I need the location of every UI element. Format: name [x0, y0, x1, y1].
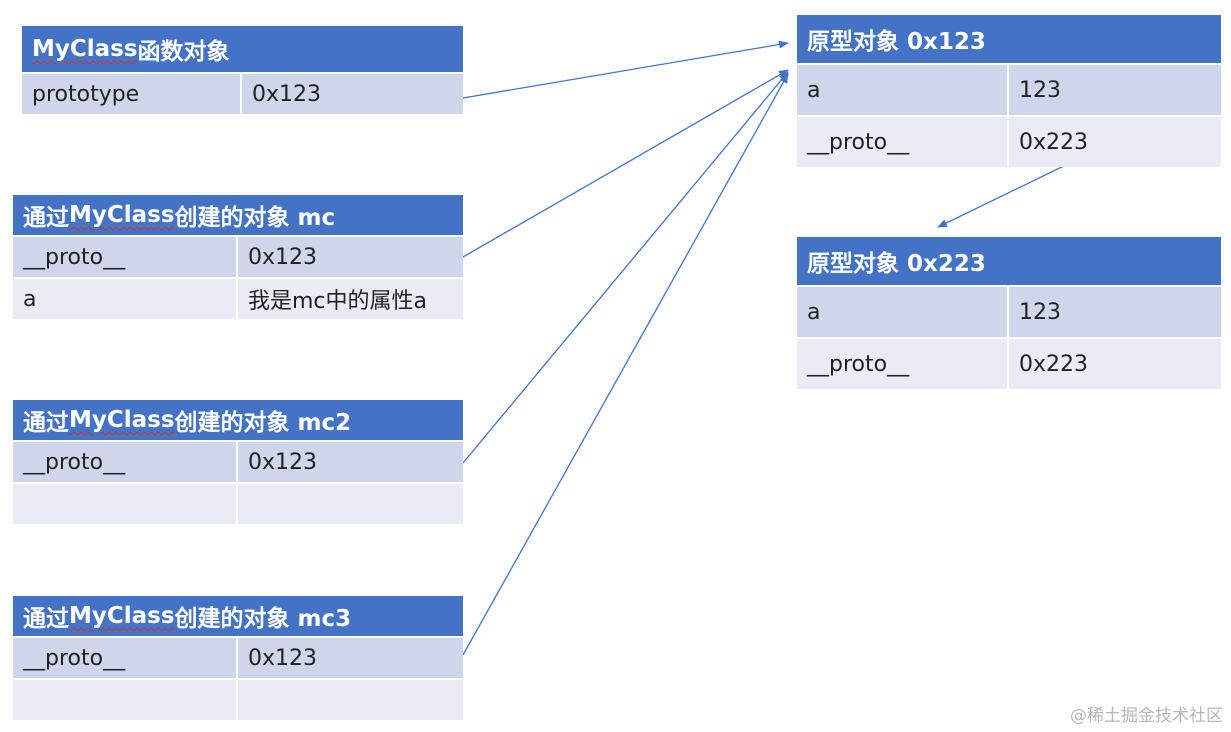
table-row: __proto__ 0x123 [13, 442, 463, 482]
row-key: __proto__ [797, 339, 1009, 389]
arrow-proto123-to-proto223 [937, 161, 1073, 228]
myclass-title-classname: MyClass [32, 36, 138, 62]
prototype-0x123-table: 原型对象 0x123 a 123 __proto__ 0x223 [797, 15, 1221, 167]
table-row: a 123 [797, 287, 1221, 337]
table-row [13, 678, 463, 720]
row-key [13, 484, 238, 524]
table-row: __proto__ 0x223 [797, 337, 1221, 389]
table-row: a 我是mc中的属性a [13, 277, 463, 319]
myclass-title-suffix: 函数对象 [137, 39, 230, 65]
mc-title-suffix: 创建的对象 mc [174, 205, 336, 231]
row-key: __proto__ [797, 117, 1009, 167]
mc2-title-suffix: 创建的对象 mc2 [174, 410, 352, 436]
table-row: __proto__ 0x123 [13, 237, 463, 277]
arrow-mc3-to-proto123 [462, 73, 789, 656]
prototype-0x123-title: 原型对象 0x123 [807, 29, 986, 55]
row-key: __proto__ [13, 237, 238, 277]
row-value [238, 680, 463, 720]
prototype-0x123-header: 原型对象 0x123 [797, 15, 1221, 65]
row-value: 我是mc中的属性a [238, 279, 463, 319]
row-key [13, 680, 238, 720]
table-row: prototype 0x123 [22, 74, 463, 114]
mc2-title-classname: MyClass [69, 407, 175, 433]
table-row: __proto__ 0x223 [797, 115, 1221, 167]
table-row: __proto__ 0x123 [13, 638, 463, 678]
arrow-mc-to-proto123 [462, 69, 789, 258]
row-value [238, 484, 463, 524]
row-key: a [797, 65, 1009, 115]
mc-title-classname: MyClass [69, 202, 175, 228]
arrow-mc2-to-proto123 [462, 71, 789, 464]
row-key: a [13, 279, 238, 319]
prototype-0x223-header: 原型对象 0x223 [797, 237, 1221, 287]
row-key: prototype [22, 74, 242, 114]
row-value: 0x123 [242, 74, 463, 114]
row-value: 0x123 [238, 237, 463, 277]
row-key: __proto__ [13, 442, 238, 482]
mc3-title-prefix: 通过 [23, 606, 69, 632]
table-row: a 123 [797, 65, 1221, 115]
arrow-myclass-to-proto123 [462, 40, 789, 99]
row-value: 123 [1009, 65, 1221, 115]
row-key: a [797, 287, 1009, 337]
mc2-title-prefix: 通过 [23, 410, 69, 436]
row-value: 123 [1009, 287, 1221, 337]
watermark: @稀土掘金技术社区 [1070, 706, 1223, 726]
mc3-title-suffix: 创建的对象 mc3 [174, 606, 352, 632]
mc3-title-classname: MyClass [69, 603, 175, 629]
row-value: 0x223 [1009, 339, 1221, 389]
row-value: 0x223 [1009, 117, 1221, 167]
prototype-0x223-table: 原型对象 0x223 a 123 __proto__ 0x223 [797, 237, 1221, 389]
row-key: __proto__ [13, 638, 238, 678]
row-value: 0x123 [238, 638, 463, 678]
row-value: 0x123 [238, 442, 463, 482]
mc-title-prefix: 通过 [23, 205, 69, 231]
table-row [13, 482, 463, 524]
prototype-0x223-title: 原型对象 0x223 [807, 251, 986, 277]
